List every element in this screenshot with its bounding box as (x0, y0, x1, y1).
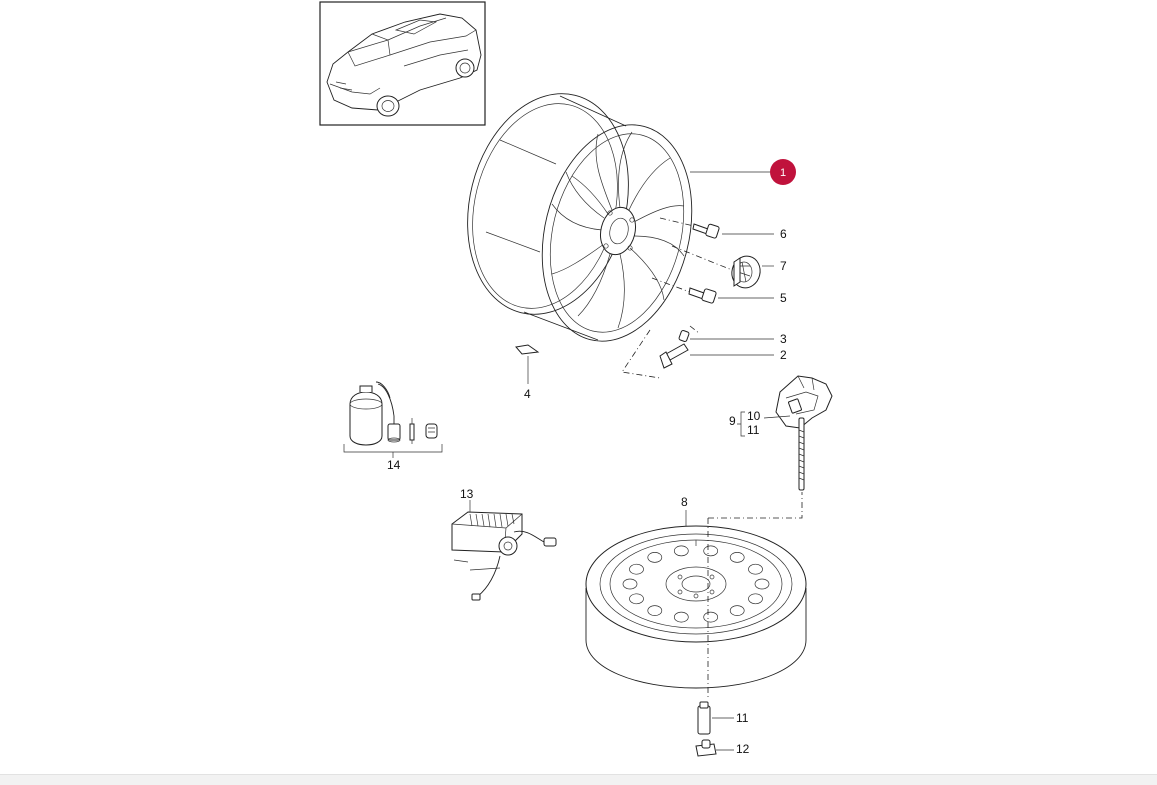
callout-8-label: 8 (681, 495, 688, 509)
callout-9-label: 9 (729, 414, 736, 428)
spare-rim-hole (748, 563, 763, 575)
callout-11-label: 11 (747, 423, 760, 437)
spare-rim-hole (703, 611, 719, 623)
callout-1-label: 1 (780, 167, 786, 179)
callout-7[interactable]: 7 (762, 259, 787, 273)
spare-rim-hole (703, 545, 719, 557)
spare-rim-holes (622, 545, 770, 623)
callout-5-label: 5 (780, 291, 787, 305)
car-icon (326, 13, 482, 117)
callout-12-label: 12 (736, 742, 750, 756)
valve-assembly[interactable] (621, 325, 701, 379)
spare-rim-hole (729, 605, 745, 616)
alloy-wheel[interactable] (445, 76, 713, 357)
callout-6[interactable]: 6 (722, 227, 787, 241)
wheel-bolt[interactable] (659, 217, 720, 239)
callout-6-label: 6 (780, 227, 787, 241)
callout-4-label: 4 (524, 387, 531, 401)
center-cap[interactable] (671, 245, 763, 291)
callout-3-label: 3 (780, 332, 787, 346)
spare-rim-hole (629, 563, 644, 575)
spare-rim-hole (622, 578, 638, 590)
car-jack[interactable] (763, 375, 833, 491)
spare-rim-hole (748, 593, 763, 605)
callout-9-10-11[interactable]: 9 10 11 (729, 409, 761, 437)
callout-11b-label: 11 (736, 711, 749, 725)
bottom-scrollbar[interactable] (0, 774, 1157, 785)
vehicle-thumbnail[interactable] (319, 1, 486, 126)
spare-rim-hole (673, 545, 689, 557)
callout-7-label: 7 (780, 259, 787, 273)
spare-wheel-nut[interactable]: 12 (695, 739, 750, 757)
spare-wheel[interactable]: 8 (585, 492, 807, 700)
tire-repair-kit[interactable]: 14 (343, 381, 443, 472)
spare-rim-hole (729, 552, 745, 563)
spare-rim-hole (673, 611, 689, 623)
spare-rim-hole (647, 605, 663, 616)
callout-10-label: 10 (747, 409, 761, 423)
callout-2-label: 2 (780, 348, 787, 362)
locking-bolt[interactable] (651, 277, 717, 304)
callout-5[interactable]: 5 (718, 291, 787, 305)
callout-14-label: 14 (387, 458, 401, 472)
spare-rim-hole (754, 578, 770, 590)
balance-weight[interactable]: 4 (515, 344, 540, 401)
callout-1[interactable]: 1 (690, 159, 796, 185)
tire-compressor[interactable]: 13 (451, 487, 557, 601)
spare-wheel-bolt[interactable]: 11 (697, 701, 749, 735)
callout-2[interactable]: 2 (690, 348, 787, 362)
callout-3[interactable]: 3 (690, 332, 787, 346)
spare-rim-hole (647, 552, 663, 563)
callout-13-label: 13 (460, 487, 474, 501)
spare-rim-hole (629, 593, 644, 605)
